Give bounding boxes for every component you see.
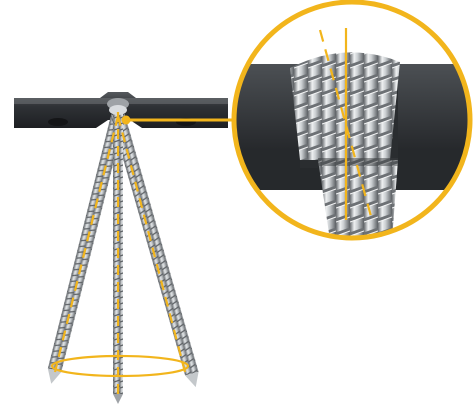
cone-ellipse (50, 354, 190, 378)
dashed-axis-guides (53, 112, 187, 396)
magnifier-circle (231, 0, 473, 241)
right-angled-screw (111, 114, 199, 388)
callout-line (121, 115, 236, 125)
zoom-angled-guide (318, 29, 374, 221)
left-angled-screw (47, 114, 125, 384)
